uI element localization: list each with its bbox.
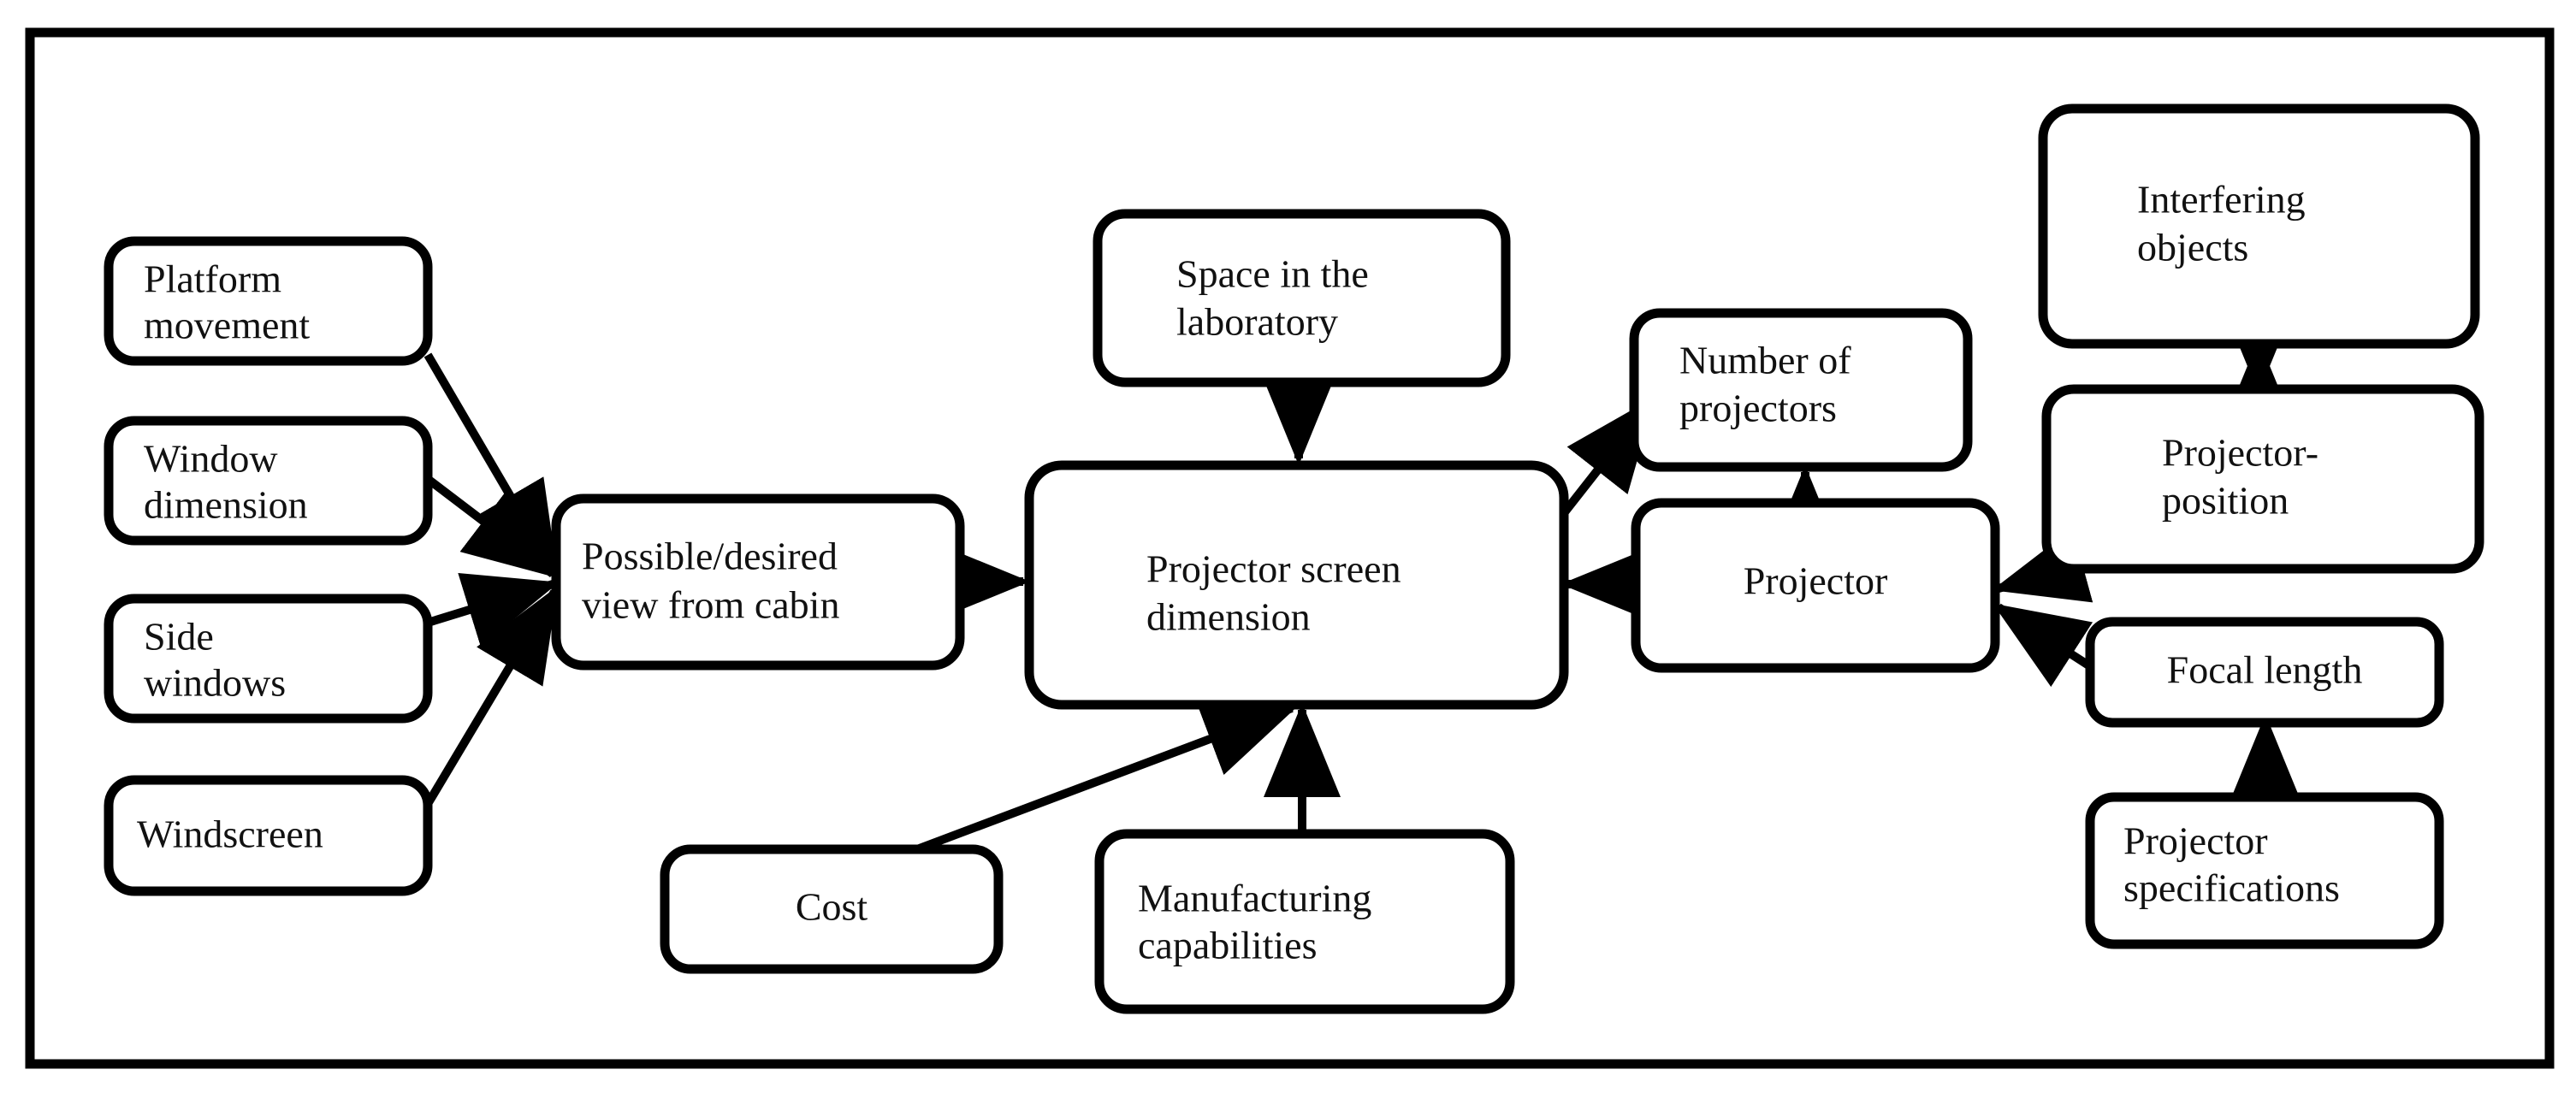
node-cost[interactable]: Cost — [660, 844, 1004, 974]
node-manufacturing-capabilities[interactable]: Manufacturing capabilities — [1094, 829, 1515, 1014]
node-projector-specifications-line-1: Projector — [2123, 819, 2268, 863]
node-projector-position[interactable]: Projector- position — [2041, 384, 2484, 574]
node-manufacturing-capabilities-line-2: capabilities — [1138, 924, 1317, 967]
node-platform-movement[interactable]: Platform movement — [104, 236, 433, 366]
node-cost-line-1: Cost — [796, 885, 868, 929]
node-possible-desired-view[interactable]: Possible/desired view from cabin — [551, 493, 965, 671]
node-window-dimension-line-1: Window — [144, 437, 278, 481]
node-side-windows-box[interactable] — [104, 594, 433, 724]
node-projector-screen-dimension[interactable]: Projector screen dimension — [1024, 460, 1569, 710]
node-projector-specifications-line-2: specifications — [2123, 866, 2340, 910]
node-platform-movement-line-2: movement — [144, 304, 310, 347]
node-projector-position-box[interactable] — [2041, 384, 2484, 574]
node-interfering-objects-box[interactable] — [2038, 103, 2480, 349]
node-projector[interactable]: Projector — [1631, 498, 2000, 673]
node-windscreen-box[interactable] — [104, 775, 433, 896]
node-focal-length-box[interactable] — [2085, 617, 2444, 728]
node-window-dimension[interactable]: Window dimension — [104, 416, 433, 546]
node-manufacturing-capabilities-line-1: Manufacturing — [1138, 877, 1371, 920]
node-platform-movement-box[interactable] — [104, 236, 433, 366]
edge-side-windows-to-possible-desired-view — [426, 573, 560, 647]
node-number-of-projectors-box[interactable] — [1629, 308, 1973, 472]
node-projector-screen-dimension-line-1: Projector screen — [1146, 547, 1401, 591]
node-number-of-projectors[interactable]: Number of projectors — [1629, 308, 1973, 472]
node-space-in-laboratory-box[interactable] — [1093, 209, 1511, 387]
node-side-windows[interactable]: Side windows — [104, 594, 433, 724]
node-cost-box[interactable] — [660, 844, 1004, 974]
node-windscreen[interactable]: Windscreen — [104, 775, 433, 896]
node-projector-line-1: Projector — [1744, 559, 1888, 603]
node-interfering-objects-line-2: objects — [2137, 226, 2248, 269]
node-number-of-projectors-line-2: projectors — [1679, 387, 1837, 430]
node-windscreen-line-1: Windscreen — [137, 812, 323, 856]
node-manufacturing-capabilities-box[interactable] — [1094, 829, 1515, 1014]
node-projector-specifications-box[interactable] — [2085, 792, 2444, 949]
node-projector-position-line-1: Projector- — [2162, 431, 2318, 475]
node-possible-desired-view-line-1: Possible/desired — [582, 535, 838, 578]
node-number-of-projectors-line-1: Number of — [1679, 339, 1851, 382]
edge-cost-to-projector-screen-dimension — [895, 702, 1299, 861]
node-interfering-objects-line-1: Interfering — [2137, 178, 2306, 222]
node-projector-box[interactable] — [1631, 498, 2000, 673]
node-focal-length[interactable]: Focal length — [2085, 617, 2444, 728]
edge-windscreen-to-possible-desired-view — [423, 586, 559, 807]
node-projector-specifications[interactable]: Projector specifications — [2085, 792, 2444, 949]
node-side-windows-line-2: windows — [144, 661, 286, 705]
edge-window-dimension-to-possible-desired-view — [424, 476, 559, 578]
node-focal-length-line-1: Focal length — [2167, 648, 2363, 692]
node-projector-screen-dimension-box[interactable] — [1024, 460, 1569, 710]
node-projector-position-line-2: position — [2162, 479, 2289, 523]
edge-projector-position-to-projector — [1992, 528, 2093, 603]
node-space-in-laboratory-line-2: laboratory — [1176, 300, 1338, 344]
node-space-in-laboratory-line-1: Space in the — [1176, 252, 1369, 296]
node-platform-movement-line-1: Platform — [144, 257, 281, 301]
node-space-in-laboratory[interactable]: Space in the laboratory — [1093, 209, 1511, 387]
node-window-dimension-line-2: dimension — [144, 483, 308, 527]
node-interfering-objects[interactable]: Interfering objects — [2038, 103, 2480, 349]
node-possible-desired-view-box[interactable] — [551, 493, 965, 671]
node-window-dimension-box[interactable] — [104, 416, 433, 546]
edge-platform-movement-to-possible-desired-view — [423, 352, 559, 577]
outer-frame — [25, 27, 2555, 1069]
node-side-windows-line-1: Side — [144, 615, 214, 659]
node-projector-screen-dimension-line-2: dimension — [1146, 595, 1311, 639]
node-possible-desired-view-line-2: view from cabin — [582, 583, 839, 627]
